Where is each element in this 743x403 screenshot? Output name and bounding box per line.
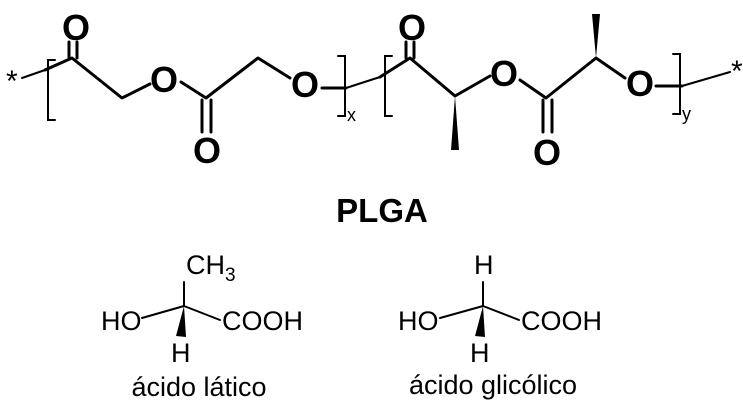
lactic-left-group: HO: [101, 306, 142, 336]
bond-unit-link: [345, 76, 381, 89]
glycolide-carbonyl-o-bottom: O: [193, 130, 221, 171]
bond-end-right: [681, 71, 731, 87]
monomer-glycolic-acid: H HO COOH H ácido glicólico: [398, 250, 602, 400]
bond-end-left: [21, 69, 46, 79]
lactic-bottom-group: H: [171, 338, 191, 368]
lactic-bond-left: [141, 305, 185, 319]
monomer-lactic-acid: CH3 HO COOH H ácido lático: [101, 250, 303, 402]
bracket-glycolide-open: [47, 59, 56, 121]
glycolide-unit: O O O O: [43, 7, 348, 171]
lactide-methyl-wedge-2: [592, 14, 600, 58]
lactide-subscript: y: [682, 104, 691, 124]
lactic-right-group: COOH: [222, 306, 303, 336]
lactide-ester-o: O: [490, 53, 518, 94]
polymer-end-left: *: [6, 65, 18, 98]
glycolic-bottom-group: H: [470, 338, 490, 368]
lactic-top-group-main: CH: [186, 250, 225, 280]
glycolic-bond-right: [482, 305, 520, 321]
polymer-name: PLGA: [336, 192, 428, 229]
glycolide-chain-o: O: [291, 64, 319, 105]
plga-polymer-chain: * O O O O x: [6, 7, 743, 173]
lactide-carbonyl-o-bottom: O: [533, 132, 561, 173]
lactic-caption: ácido lático: [131, 372, 266, 402]
lactide-chain-o: O: [626, 63, 654, 104]
bracket-lactide-close: [672, 53, 681, 115]
glycolic-right-group: COOH: [521, 306, 602, 336]
glycolide-backbone-2: [179, 56, 292, 100]
lactide-backbone-2: [518, 56, 627, 100]
lactic-top-group: CH3: [186, 250, 236, 286]
bracket-lactide-open: [384, 55, 393, 117]
glycolic-left-group: HO: [398, 306, 439, 336]
glycolic-bond-left: [439, 305, 484, 319]
lactide-methyl-wedge-1: [451, 96, 459, 150]
glycolic-top-group: H: [474, 250, 494, 280]
lactide-unit: O O O O: [378, 7, 684, 173]
glycolic-wedge: [475, 306, 485, 337]
lactide-carbonyl-o-top: O: [398, 7, 426, 48]
glycolide-backbone-1: [43, 56, 152, 100]
polymer-end-right: *: [731, 55, 743, 88]
lactic-bond-right: [183, 305, 221, 321]
lactide-backbone-1: [378, 56, 492, 98]
glycolide-ester-o: O: [150, 59, 178, 100]
bracket-glycolide-close: [337, 55, 346, 117]
glycolic-caption: ácido glicólico: [409, 370, 577, 400]
glycolide-carbonyl-o-top: O: [62, 7, 90, 48]
lactic-wedge: [176, 306, 186, 337]
glycolide-subscript: x: [347, 105, 356, 125]
lactic-top-group-sub: 3: [225, 265, 236, 286]
